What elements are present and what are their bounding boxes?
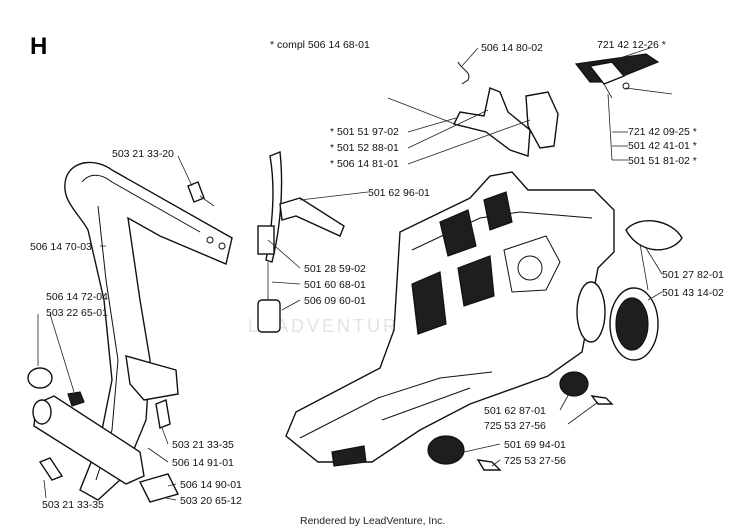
label-506-14-90-01: 506 14 90-01 [180,479,242,491]
label-506-14-80-02: 506 14 80-02 [481,42,543,54]
label-506-14-81-01: * 506 14 81-01 [330,158,399,170]
nut-503-22-65-01 [67,391,85,407]
label-503-21-33-20: 503 21 33-20 [112,148,174,160]
label-503-21-33-35-b: 503 21 33-35 [42,499,104,511]
label-501-51-97-02: * 501 51 97-02 [330,126,399,138]
compl-note: * compl 506 14 68-01 [270,39,370,51]
dampener-501-69-94-01 [427,435,502,471]
throttle-lock [574,53,673,99]
handle-bracket [32,355,179,485]
sleeve-506-14-90-01 [138,473,180,503]
label-501-27-82-01: 501 27 82-01 [662,269,724,281]
label-501-51-81-02: 501 51 81-02 * [628,155,697,167]
section-letter: H [30,33,47,60]
label-501-62-96-01: 501 62 96-01 [368,187,430,199]
label-506-09-60-01: 506 09 60-01 [304,295,366,307]
throttle-trigger [387,61,559,157]
label-501-52-88-01: * 501 52 88-01 [330,142,399,154]
label-506-14-70-03: 506 14 70-03 [30,241,92,253]
dampener-501-62-87-01 [559,371,614,405]
label-501-69-94-01: 501 69 94-01 [504,439,566,451]
label-503-21-33-35-a: 503 21 33-35 [172,439,234,451]
label-501-62-87-01: 501 62 87-01 [484,405,546,417]
cap-506-14-72-04 [27,367,53,389]
footer-credit: Rendered by LeadVenture, Inc. [300,515,445,527]
oil-cap-501-43-14-02 [576,281,659,361]
label-503-22-65-01: 503 22 65-01 [46,307,108,319]
label-721-42-12-26: 721 42 12-26 * [597,39,666,51]
label-725-53-27-56-b: 725 53 27-56 [504,455,566,467]
label-506-14-72-04: 506 14 72-04 [46,291,108,303]
bolt-503-21-33-35 [155,399,171,429]
label-725-53-27-56-a: 725 53 27-56 [484,420,546,432]
watermark: LEADVENTURE [248,316,414,336]
fuel-hose [257,151,345,333]
label-721-42-09-25: 721 42 09-25 * [628,126,697,138]
label-501-43-14-02: 501 43 14-02 [662,287,724,299]
crankcase-body [285,171,615,467]
cap-501-27-82-01 [625,220,683,291]
bolt-lower [38,457,64,481]
label-503-20-65-12: 503 20 65-12 [180,495,242,507]
label-501-42-41-01: 501 42 41-01 * [628,140,697,152]
label-506-14-91-01: 506 14 91-01 [172,457,234,469]
bolt-503-21-33-20 [187,181,215,207]
leader-lines [37,47,663,501]
label-501-60-68-01: 501 60 68-01 [304,279,366,291]
label-501-28-59-02: 501 28 59-02 [304,263,366,275]
